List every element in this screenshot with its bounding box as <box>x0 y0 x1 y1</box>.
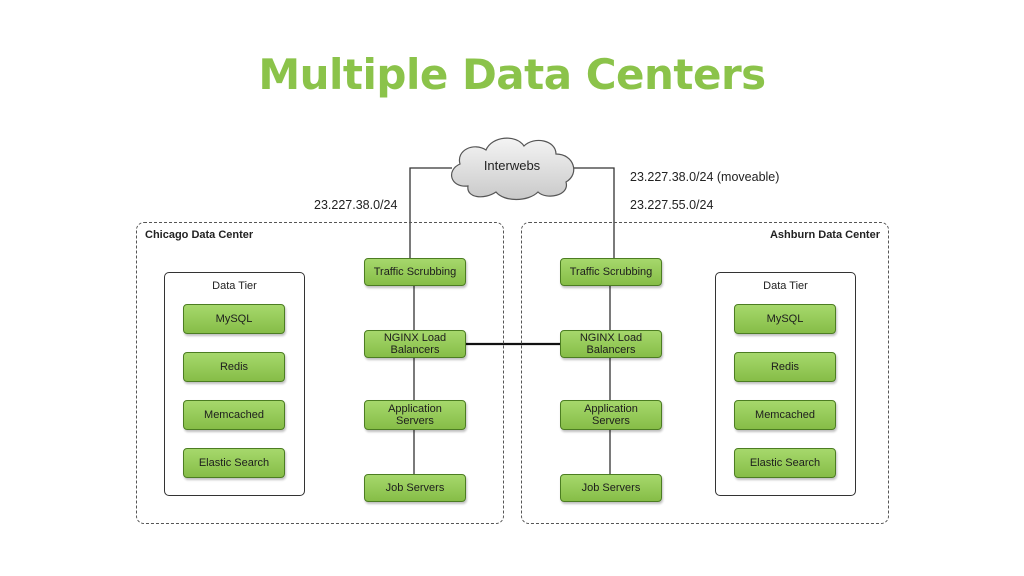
chicago-data-center-label: Chicago Data Center <box>145 229 254 241</box>
interwebs-label: Interwebs <box>483 158 541 173</box>
ashburn-traffic-scrubbing-node: Traffic Scrubbing <box>560 258 662 286</box>
chicago-data-center: Chicago Data Center <box>136 222 504 524</box>
link-cloud-ashburn <box>572 167 615 258</box>
chicago-nginx-node: NGINX Load Balancers <box>364 330 466 358</box>
chicago-data-tier-label: Data Tier <box>212 280 257 292</box>
chicago-elastic-search-node: Elastic Search <box>183 448 285 478</box>
chicago-mysql-node: MySQL <box>183 304 285 334</box>
chicago-redis-node: Redis <box>183 352 285 382</box>
ashburn-app-servers-node: Application Servers <box>560 400 662 430</box>
ip-label-chicago: 23.227.38.0/24 <box>314 198 398 212</box>
ashburn-redis-node: Redis <box>734 352 836 382</box>
slide-title: Multiple Data Centers <box>258 50 766 99</box>
ashburn-memcached-node: Memcached <box>734 400 836 430</box>
ashburn-data-center-label: Ashburn Data Center <box>769 229 880 241</box>
ashburn-data-tier-label: Data Tier <box>763 280 808 292</box>
ashburn-nginx-node: NGINX Load Balancers <box>560 330 662 358</box>
chicago-memcached-node: Memcached <box>183 400 285 430</box>
ashburn-mysql-node: MySQL <box>734 304 836 334</box>
ashburn-elastic-search-node: Elastic Search <box>734 448 836 478</box>
ip-label-ashburn-moveable: 23.227.38.0/24 (moveable) <box>630 170 780 184</box>
ashburn-job-servers-node: Job Servers <box>560 474 662 502</box>
link-cloud-chicago <box>409 167 452 258</box>
chicago-app-servers-node: Application Servers <box>364 400 466 430</box>
ip-label-ashburn: 23.227.55.0/24 <box>630 198 714 212</box>
chicago-traffic-scrubbing-node: Traffic Scrubbing <box>364 258 466 286</box>
interwebs-cloud: Interwebs <box>440 130 584 202</box>
cloud-icon <box>451 137 575 201</box>
chicago-job-servers-node: Job Servers <box>364 474 466 502</box>
ashburn-data-center: Ashburn Data Center <box>521 222 889 524</box>
